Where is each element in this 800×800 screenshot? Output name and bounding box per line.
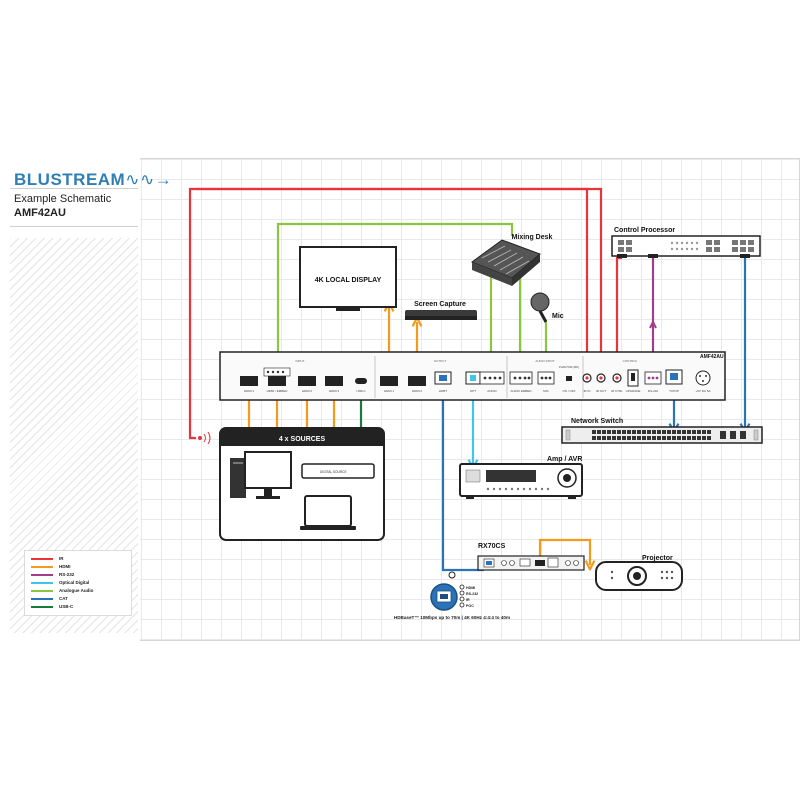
svg-text:OPT: OPT (470, 389, 476, 393)
hdbaset-note: HDBaseT™ 10Mbps up to 70m | 4K 60Hz 4:4:… (394, 615, 510, 620)
ir-cable-sources (188, 187, 587, 440)
svg-text:HDMI: HDMI (466, 586, 475, 590)
svg-text:POC: POC (466, 604, 474, 608)
svg-text:RX70CS: RX70CS (478, 543, 506, 550)
svg-text:AMF42AU: AMF42AU (700, 354, 724, 360)
svg-text:RS-232: RS-232 (648, 389, 659, 393)
local-display: 4K LOCAL DISPLAY (299, 246, 397, 311)
svg-text:HDMI 1: HDMI 1 (244, 389, 254, 393)
svg-text:4K LOCAL DISPLAY: 4K LOCAL DISPLAY (315, 277, 382, 284)
svg-text:Network Switch: Network Switch (571, 418, 623, 425)
svg-text:IR IN: IR IN (584, 389, 591, 393)
rs232-cable-mid (649, 319, 657, 329)
svg-text:HDMI 2: HDMI 2 (302, 389, 312, 393)
amp-avr: Amp / AVR (459, 456, 583, 499)
svg-text:DIGITAL SOURCE: DIGITAL SOURCE (320, 470, 347, 474)
cable-legend: IR HDMI RS-232 Optical Digital Analogue … (24, 550, 132, 616)
wave-icon: ∿∿→ (125, 170, 173, 189)
svg-text:PHANTOM (48V): PHANTOM (48V) (559, 365, 579, 369)
svg-text:Amp / AVR: Amp / AVR (547, 456, 582, 463)
svg-text:UPGRADE: UPGRADE (626, 389, 641, 393)
svg-text:HDMI / EMBED: HDMI / EMBED (267, 389, 289, 393)
hdmi-cable-projector (538, 538, 590, 565)
svg-text:HDMI 2: HDMI 2 (412, 389, 422, 393)
sources-group: 4 x SOURCES DIGITAL SOURCE (198, 427, 385, 541)
blustream-logo: BLUSTREAM∿∿→ (14, 170, 172, 190)
svg-text:HDMI 3: HDMI 3 (329, 389, 339, 393)
svg-text:+5V DC 5A: +5V DC 5A (695, 389, 710, 393)
svg-text:HDBT: HDBT (439, 389, 447, 393)
ir-cable-out (196, 187, 603, 368)
schematic-title: Example Schematic (14, 193, 112, 205)
divider (10, 226, 138, 227)
legend-optical: Optical Digital (31, 580, 89, 585)
svg-text:IR CTRL: IR CTRL (611, 389, 623, 393)
legend-hdmi: HDMI (31, 564, 71, 569)
projector: Projector (595, 555, 683, 591)
screen-capture-device: Screen Capture (405, 301, 477, 320)
svg-text:ON / OFF: ON / OFF (563, 389, 576, 393)
cat-cable-hdbt (443, 394, 484, 572)
ir-emitter-icon (198, 431, 211, 445)
legend-usbc: USB-C (31, 604, 73, 609)
svg-text:AUDIO: AUDIO (487, 389, 497, 393)
svg-text:MIC: MIC (543, 389, 549, 393)
svg-text:Projector: Projector (642, 555, 673, 562)
amf42au-unit: AMF42AU INPUT OUTPUT AUDIO INPUT CONTROL… (219, 351, 726, 401)
svg-text:INPUT: INPUT (296, 359, 305, 363)
svg-text:USB-C: USB-C (356, 389, 366, 393)
svg-text:RS-232: RS-232 (466, 592, 478, 596)
schematic-model: AMF42AU (14, 207, 66, 219)
svg-text:Control Processor: Control Processor (614, 227, 675, 234)
legend-cat: CAT (31, 596, 68, 601)
legend-ir: IR (31, 556, 64, 561)
svg-text:IR OUT: IR OUT (596, 389, 606, 393)
mixing-desk: Mixing Desk (470, 234, 553, 286)
rx70cs-receiver: RX70CS (477, 543, 585, 571)
svg-text:Screen Capture: Screen Capture (414, 301, 466, 308)
hdbaset-connector-icon: HDMI RS-232 IR POC (430, 571, 478, 611)
svg-text:Mixing Desk: Mixing Desk (512, 234, 553, 241)
network-switch: Network Switch (561, 418, 763, 444)
svg-text:AUDIO INPUT: AUDIO INPUT (535, 359, 555, 363)
legend-analogue: Analogue Audio (31, 588, 93, 593)
analogue-cable-mixer (278, 222, 514, 368)
svg-text:HDMI 1: HDMI 1 (384, 389, 394, 393)
legend-rs232: RS-232 (31, 572, 74, 577)
svg-text:Mic: Mic (552, 313, 564, 320)
svg-text:4 x SOURCES: 4 x SOURCES (279, 436, 326, 443)
svg-text:AUDIO EMBED: AUDIO EMBED (510, 389, 532, 393)
svg-text:TCP/IP: TCP/IP (669, 389, 679, 393)
control-processor: Control Processor (611, 227, 761, 258)
microphone: Mic (530, 292, 564, 323)
divider (10, 188, 138, 189)
brand-text: BLUSTREAM (14, 170, 126, 189)
svg-text:IR: IR (466, 598, 470, 602)
svg-text:CONTROL: CONTROL (623, 359, 638, 363)
svg-text:OUTPUT: OUTPUT (434, 359, 447, 363)
